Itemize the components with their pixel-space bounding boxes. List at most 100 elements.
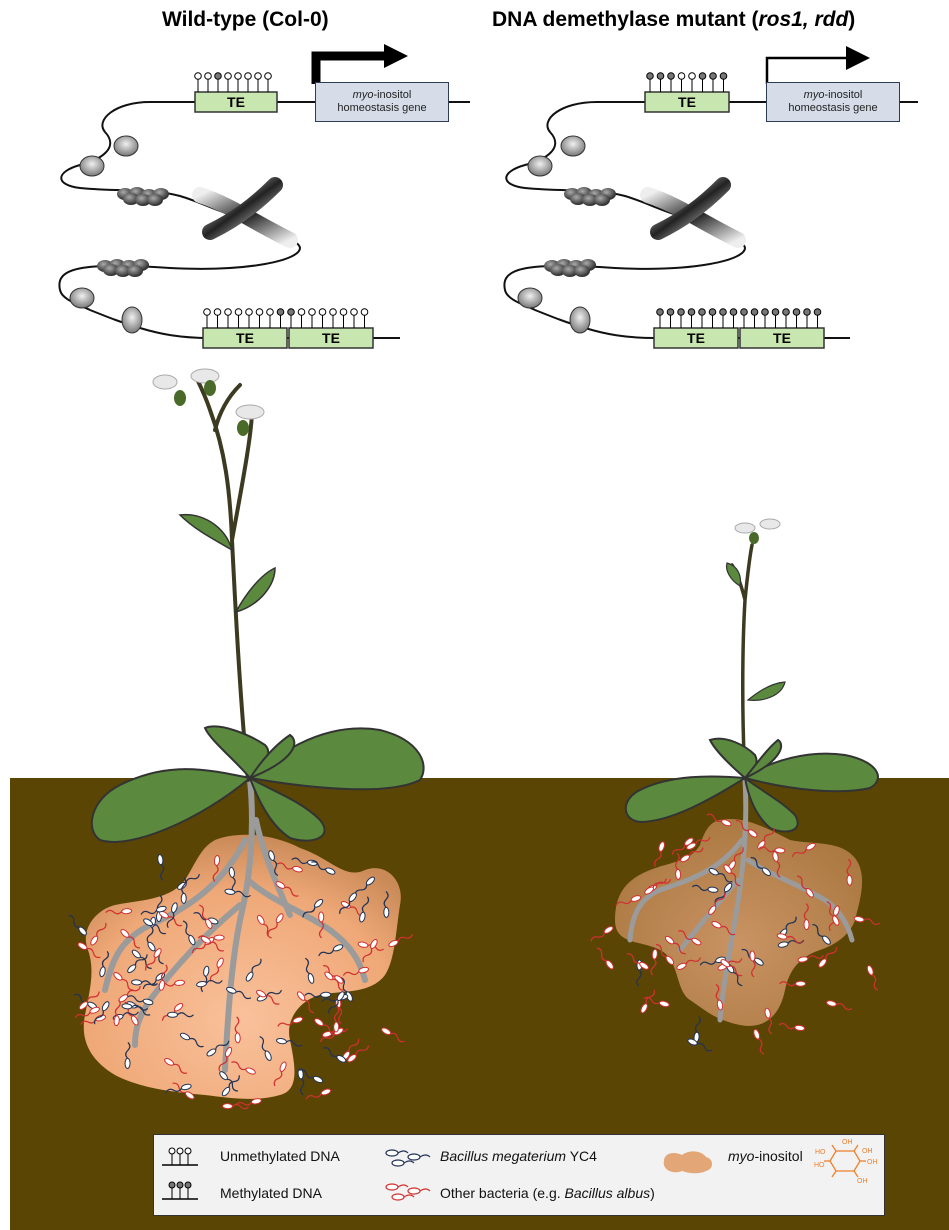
oh-label: OH	[862, 1148, 873, 1155]
legend-megaterium-label: Bacillus megaterium YC4	[440, 1148, 597, 1164]
heterochromatin-cluster	[97, 187, 169, 277]
unmethylated-site	[245, 73, 252, 80]
methylated-site	[751, 309, 758, 316]
te-label: TE	[236, 330, 254, 346]
methylated-site	[730, 309, 737, 316]
gene-line1: -inositol	[824, 89, 862, 101]
methylated-site	[793, 309, 800, 316]
gene-box-wt: myo-inositol homeostasis gene	[315, 82, 449, 122]
inositol-structure-icon: OH OH OH OH HO HO	[814, 1137, 880, 1185]
methylated-dna-icon	[160, 1179, 200, 1203]
te-label: TE	[227, 94, 245, 110]
unmethylated-site	[309, 309, 316, 316]
unmethylated-site	[255, 73, 262, 80]
inositol-cloud-icon	[658, 1147, 716, 1177]
unmethylated-site	[361, 309, 368, 316]
legend-methylated-label: Methylated DNA	[220, 1185, 322, 1201]
methylated-site	[688, 309, 695, 316]
unmethylated-site	[235, 309, 242, 316]
mutant-title-prefix: DNA demethylase mutant (	[492, 8, 758, 31]
mutant-title: DNA demethylase mutant (ros1, rdd)	[492, 8, 855, 32]
promoter-arrow-weak	[767, 58, 848, 84]
legend-other-species: Bacillus albus	[565, 1185, 651, 1201]
te-label: TE	[687, 330, 705, 346]
unmethylated-site	[267, 309, 274, 316]
methylated-site	[288, 309, 295, 316]
methylated-site	[814, 309, 821, 316]
unmethylated-site	[205, 73, 212, 80]
leaf	[727, 563, 741, 586]
chromosome-icon	[648, 185, 738, 240]
methylated-site	[720, 73, 727, 80]
leaf	[180, 515, 232, 550]
unmethylated-site	[689, 73, 696, 80]
unmethylated-site	[214, 309, 221, 316]
methylated-site	[215, 73, 222, 80]
unmethylated-site	[225, 73, 232, 80]
unmethylated-site	[340, 309, 347, 316]
methylated-site	[647, 73, 654, 80]
unmethylated-dna-icon	[160, 1145, 200, 1169]
legend-other-prefix: Other bacteria (e.g.	[440, 1185, 565, 1201]
methylated-site	[657, 309, 664, 316]
methylation-pins	[195, 73, 272, 92]
legend-other-suffix: )	[650, 1185, 655, 1201]
methylated-site	[657, 73, 664, 80]
methylation-pins	[204, 309, 368, 328]
te-label: TE	[773, 330, 791, 346]
methylation-pins	[647, 73, 727, 92]
methylated-site	[762, 309, 769, 316]
te-label: TE	[678, 94, 696, 110]
unmethylated-site	[330, 309, 337, 316]
oh-label: OH	[867, 1159, 878, 1166]
chromosome-icon	[200, 185, 290, 240]
methylated-site	[277, 309, 284, 316]
unmethylated-site	[195, 73, 202, 80]
gene-line2: homeostasis gene	[788, 102, 877, 114]
arrow-head-icon	[846, 46, 870, 70]
methylated-site	[709, 309, 716, 316]
methylated-site	[804, 309, 811, 316]
methylated-site	[772, 309, 779, 316]
legend-other-bacteria-label: Other bacteria (e.g. Bacillus albus)	[440, 1185, 655, 1201]
nucleosome	[518, 136, 590, 333]
nucleosome	[70, 136, 142, 333]
legend: Unmethylated DNA Methylated DNA Bacillus…	[153, 1134, 885, 1216]
methylation-pins	[657, 309, 821, 328]
gene-line2: homeostasis gene	[337, 102, 426, 114]
unmethylated-site	[298, 309, 305, 316]
legend-megaterium-species: Bacillus megaterium	[440, 1148, 566, 1164]
mutant-genotype: ros1, rdd	[758, 8, 848, 31]
leaf	[236, 568, 275, 612]
unmethylated-site	[225, 309, 232, 316]
gene-italic: myo	[353, 89, 374, 101]
gene-italic: myo	[804, 89, 825, 101]
te-label: TE	[322, 330, 340, 346]
gene-line1: -inositol	[373, 89, 411, 101]
megaterium-bacteria-icon	[384, 1145, 436, 1169]
heterochromatin-cluster	[544, 187, 616, 277]
unmethylated-site	[204, 309, 211, 316]
legend-megaterium-strain: YC4	[570, 1148, 597, 1164]
legend-inositol-rest: -inositol	[754, 1148, 802, 1164]
methylated-site	[699, 309, 706, 316]
flower-icon	[735, 519, 780, 544]
unmethylated-site	[678, 73, 685, 80]
ho-label: HO	[815, 1149, 826, 1156]
methylated-site	[678, 309, 685, 316]
oh-label: OH	[842, 1139, 853, 1146]
methylated-site	[668, 73, 675, 80]
oh-label: OH	[857, 1178, 868, 1185]
unmethylated-site	[265, 73, 272, 80]
methylated-site	[667, 309, 674, 316]
wt-title-text: Wild-type (Col-0)	[162, 8, 329, 31]
methylated-site	[783, 309, 790, 316]
legend-inositol-italic: myo	[728, 1148, 754, 1164]
gene-box-mutant: myo-inositol homeostasis gene	[766, 82, 900, 122]
promoter-arrow-strong	[316, 56, 388, 84]
other-bacteria-icon	[384, 1179, 436, 1203]
methylated-site	[699, 73, 706, 80]
unmethylated-site	[246, 309, 253, 316]
unmethylated-site	[319, 309, 326, 316]
